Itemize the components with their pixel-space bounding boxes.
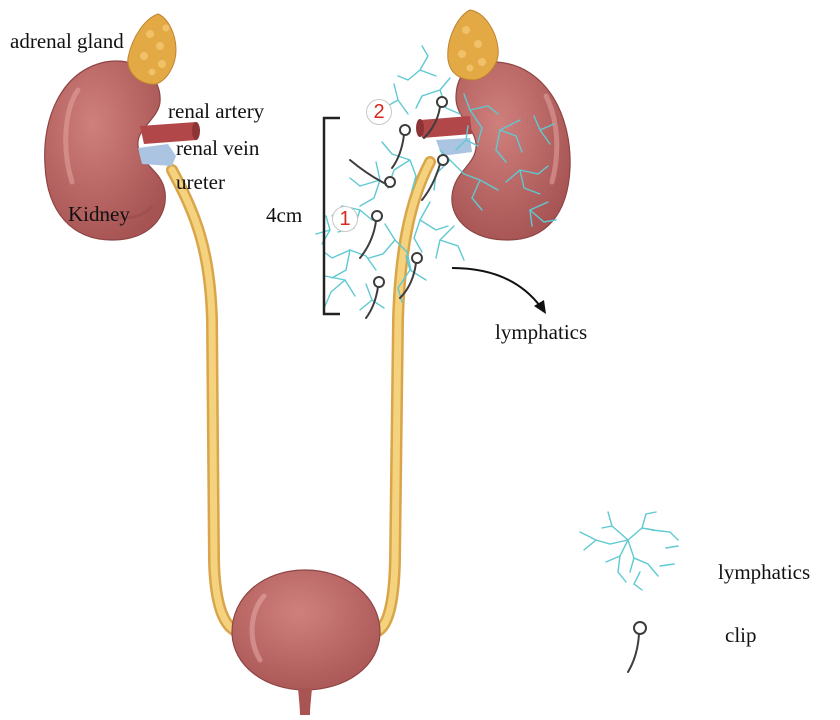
marker-2: 2 [366,99,392,125]
clip [360,211,382,258]
left-ureter [172,170,238,632]
label-renal-artery: renal artery [168,101,264,122]
legend-lymphatics-label: lymphatics [718,562,810,583]
marker-1: 1 [332,206,358,232]
left-adrenal-gland [128,14,176,84]
label-adrenal-gland: adrenal gland [10,31,124,52]
legend-clip-label: clip [725,625,757,646]
bladder [232,570,380,715]
legend-clip-icon [628,622,646,672]
right-ureter [376,162,430,632]
label-kidney: Kidney [68,204,130,225]
label-renal-vein: renal vein [176,138,259,159]
label-lymphatics: lymphatics [495,322,587,343]
lymphatics-arrow [452,268,546,314]
label-ureter: ureter [176,172,225,193]
right-renal-vessels [416,116,472,156]
clip [366,277,384,318]
right-adrenal-gland [448,10,498,80]
legend-lymphatics-icon [580,512,678,590]
label-span: 4cm [266,205,302,226]
